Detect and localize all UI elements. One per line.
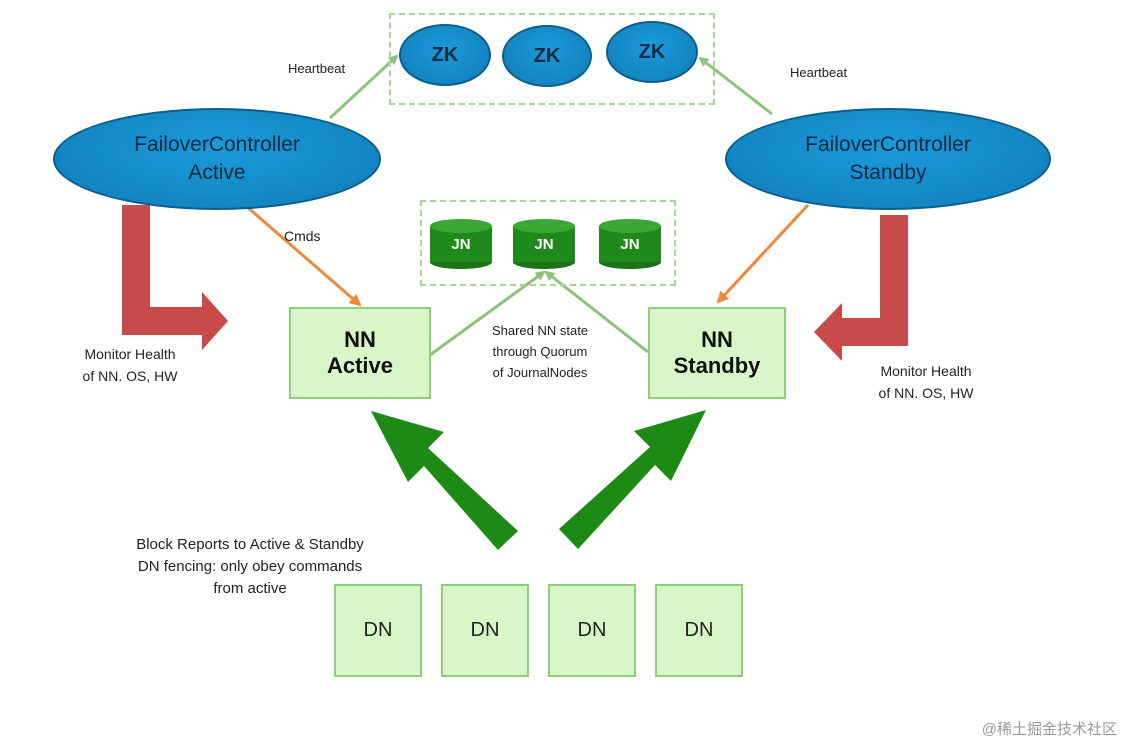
journal-nodes-group [420,200,676,286]
heartbeat-right-label: Heartbeat [790,65,848,80]
zk-node: ZK [606,21,698,83]
failover-controller-standby: FailoverController Standby [725,108,1051,210]
zk-node: ZK [502,25,592,87]
dn-label: DN [684,619,714,641]
shared-state-line3: of JournalNodes [492,365,588,380]
zookeeper-group [389,13,715,105]
cmds-standby-arrow [716,203,810,304]
zk-label: ZK [431,43,459,66]
block-reports-line3: from active [213,580,287,597]
fc-standby-line2: Standby [849,161,927,184]
monitor-health-left-arrow [122,205,228,350]
heartbeat-left-arrow [328,54,399,120]
fc-active-line1: FailoverController [134,133,300,156]
zk-label: ZK [533,44,561,67]
jn-label: JN [451,236,471,253]
datanode: DN [334,584,422,677]
datanode: DN [548,584,636,677]
fc-active-line2: Active [188,161,246,184]
jn-label: JN [620,236,640,253]
dn-label: DN [577,619,607,641]
heartbeat-right-arrow [698,56,773,116]
nn-standby-line1: NN [701,327,733,352]
zk-label: ZK [638,40,666,63]
dn-label: DN [470,619,500,641]
cmds-label: Cmds [284,228,321,244]
nn-active-line2: Active [326,353,394,378]
zk-node: ZK [399,24,491,86]
shared-state-line2: through Quorum [492,344,588,359]
monitor-right-line1: Monitor Health [880,363,972,379]
cmds-active-arrow [244,203,362,307]
journal-node: JN [512,218,576,270]
nn-active-line1: NN [344,327,376,352]
monitor-health-right-label: Monitor Health of NN. OS, HW [852,360,1000,404]
shared-state-label: Shared NN state through Quorum of Journa… [470,320,610,383]
failover-controller-active: FailoverController Active [53,108,381,210]
block-reports-line2: DN fencing: only obey commands [137,558,363,575]
datanode: DN [655,584,743,677]
nn-standby-line2: Standby [673,353,761,378]
monitor-left-line2: of NN. OS, HW [82,368,178,384]
block-reports-line1: Block Reports to Active & Standby [136,536,364,553]
watermark-text: @稀土掘金技术社区 [981,721,1117,738]
jn-label: JN [534,236,554,253]
namenode-standby: NN Standby [648,307,786,399]
datanode: DN [441,584,529,677]
journal-node: JN [598,218,662,270]
monitor-right-line2: of NN. OS, HW [878,385,974,401]
monitor-left-line1: Monitor Health [84,346,176,362]
block-report-standby-arrow [559,410,706,549]
monitor-health-left-label: Monitor Health of NN. OS, HW [56,343,204,387]
namenode-active: NN Active [289,307,431,399]
shared-state-line1: Shared NN state [491,323,589,338]
heartbeat-left-label: Heartbeat [288,61,346,76]
dn-label: DN [363,619,393,641]
journal-node: JN [429,218,493,270]
block-report-active-arrow [371,411,518,550]
monitor-health-right-arrow [814,215,908,361]
fc-standby-line1: FailoverController [805,133,971,156]
block-reports-label: Block Reports to Active & Standby DN fen… [95,534,405,600]
